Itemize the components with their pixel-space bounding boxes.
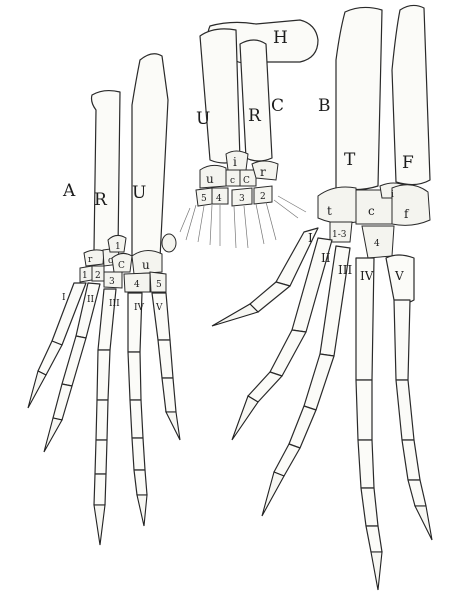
distal-3-label-c: 3 xyxy=(239,194,245,204)
ulna-label-c: U xyxy=(196,109,210,129)
carpal-i-c xyxy=(226,151,248,170)
carpal-u-label-c: u xyxy=(206,172,214,186)
distal-1-label-a: 1 xyxy=(82,271,88,281)
figure-c-label: C xyxy=(271,96,284,116)
distal-4-label-a: 4 xyxy=(134,280,140,290)
ulna-bone-c xyxy=(200,29,240,163)
carpal-C-label-c: C xyxy=(243,176,250,186)
digit-III-label-a: III xyxy=(109,299,120,309)
distal-4-label-c: 4 xyxy=(216,194,222,204)
digit-IV-label-a: IV xyxy=(134,303,145,313)
figure-b-label: B xyxy=(318,96,331,116)
radius-bone-a xyxy=(92,91,121,253)
radius-label-c: R xyxy=(248,106,262,126)
tibia-bone-b xyxy=(336,7,382,189)
carpal-u-label-a: u xyxy=(142,258,150,272)
fibula-label-b: F xyxy=(402,153,414,173)
distal-5-label-c: 5 xyxy=(201,194,207,204)
figure-a: A R U r c 1 C u 1 2 3 4 5 I II III IV V xyxy=(28,54,180,545)
distal-3-label-a: 3 xyxy=(109,277,115,287)
pisiform-a xyxy=(162,234,176,252)
carpal-radiale-a xyxy=(84,250,104,266)
digit-V-label-b: V xyxy=(394,269,404,283)
digit-II-label-a: II xyxy=(87,295,95,305)
figure-c: H U R C u i c C r 5 4 3 2 xyxy=(180,20,318,248)
carpal-c-label-c: c xyxy=(230,176,235,186)
digit-2-b xyxy=(232,238,332,440)
digit-4-a xyxy=(128,293,147,526)
figure-a-label: A xyxy=(62,181,76,201)
carpal-1-label-a: 1 xyxy=(115,242,121,252)
distal-1-3-label-b: 1-3 xyxy=(332,230,347,240)
digit-V-label-a: V xyxy=(155,303,163,313)
digit-II-label-b: II xyxy=(321,251,331,265)
digit-3-a xyxy=(94,289,116,545)
digit-I-label-a: I xyxy=(62,293,66,303)
distal-2-label-c: 2 xyxy=(260,192,266,202)
radius-label-a: R xyxy=(94,190,108,210)
digit-III-label-b: III xyxy=(338,263,352,277)
digit-5-b xyxy=(386,255,432,540)
carpal-r-label-a: r xyxy=(88,255,93,265)
tarsal-i-label-b: i xyxy=(391,190,394,200)
tarsal-c-label-b: c xyxy=(368,204,375,218)
carpal-i-label-c: i xyxy=(233,155,237,169)
digit-I-label-b: I xyxy=(308,231,313,245)
digit-IV-label-b: IV xyxy=(360,269,374,283)
distal-2-label-a: 2 xyxy=(95,271,101,281)
ulna-bone-a xyxy=(132,54,168,261)
carpal-r-label-c: r xyxy=(260,165,266,179)
carpal-c-label-a: c xyxy=(108,256,113,266)
distal-5-label-a: 5 xyxy=(156,280,162,290)
tarsal-t-label-b: t xyxy=(327,204,332,218)
tibia-label-b: T xyxy=(344,150,356,170)
tarsal-f-b xyxy=(392,185,430,226)
digit-5-a xyxy=(152,293,180,440)
ulna-label-a: U xyxy=(132,183,146,203)
carpal-C-label-a: C xyxy=(118,261,125,271)
humerus-label-c: H xyxy=(273,28,288,48)
tarsal-t-b xyxy=(318,187,356,223)
distal-4-label-b: 4 xyxy=(374,239,380,249)
radius-bone-c xyxy=(240,40,272,161)
digit-4-b xyxy=(356,258,382,590)
